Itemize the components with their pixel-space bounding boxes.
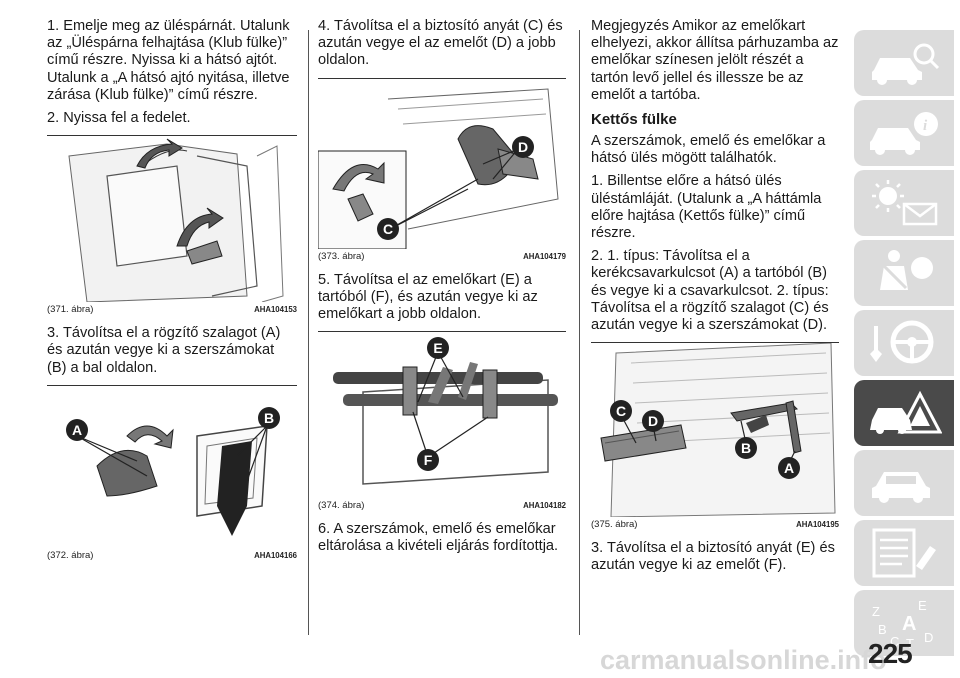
callout-d: D [647, 413, 659, 430]
callout-c: C [615, 403, 627, 420]
tab-lights-messages[interactable] [854, 170, 954, 236]
tab-starting-driving[interactable] [854, 310, 954, 376]
callout-a: A [71, 421, 83, 438]
car-info-icon: i [870, 112, 938, 155]
column-3: Megjegyzés Amikor az emelőkart elhelyezi… [591, 18, 839, 581]
figure-373-illustration: C D [318, 79, 566, 249]
index-letter: A [902, 613, 916, 635]
note-text: Megjegyzés Amikor az emelőkart elhelyezi… [591, 18, 839, 103]
tab-maintenance[interactable] [854, 450, 954, 516]
seatbelt-airbag-icon [880, 250, 933, 290]
figure-code: AHA104166 [254, 550, 297, 560]
tab-technical-data[interactable] [854, 520, 954, 586]
figure-caption: (375. ábra) [591, 519, 638, 531]
tab-safety[interactable] [854, 240, 954, 306]
intro-text: A szerszámok, emelő és emelőkar a hátsó … [591, 133, 826, 167]
index-letter: B [878, 622, 887, 637]
figure-371: (371. ábra) AHA104153 [47, 135, 297, 315]
figure-caption: (371. ábra) [47, 304, 94, 316]
step-6-text: 6. A szerszámok, emelő és emelőkar eltár… [318, 521, 559, 555]
figure-code: AHA104182 [523, 501, 566, 511]
figure-code: AHA104195 [796, 520, 839, 530]
key-steering-wheel-icon [870, 320, 934, 364]
step-4-text: 4. Távolítsa el a biztosító anyát (C) és… [318, 18, 563, 69]
step-1-text: 1. Emelje meg az üléspárnát. Utalunk az … [47, 18, 290, 103]
figure-372-illustration: A B [47, 386, 297, 548]
watermark: carmanualsonline.info [600, 645, 887, 675]
callout-a: A [783, 460, 795, 477]
step-3-text: 3. Távolítsa el a rögzítő szalagot (A) é… [47, 325, 281, 376]
tab-car-info[interactable]: i [854, 100, 954, 166]
figure-caption: (372. ábra) [47, 549, 94, 561]
alphabet-index-icon: Z E B A C T D [872, 598, 933, 650]
figure-374: E F (374. ábra) AHA104182 [318, 331, 566, 511]
tab-emergency[interactable] [854, 380, 954, 446]
column-divider [308, 30, 309, 635]
callout-b: B [740, 440, 752, 457]
car-search-icon [872, 43, 940, 85]
callout-d: D [517, 138, 529, 155]
figure-373: C D (373. ábra) AHA104179 [318, 77, 566, 262]
index-letter: D [924, 630, 933, 645]
figure-code: AHA104179 [523, 251, 566, 261]
step-2-text: 2. Nyissa fel a fedelet. [47, 110, 191, 127]
chapter-tabs: i [854, 30, 954, 660]
dashboard-light-mail-icon [872, 180, 938, 226]
step-2-text: 2. 1. típus: Távolítsa el a kerékcsavark… [591, 248, 829, 334]
section-heading: Kettős fülke [591, 111, 677, 129]
figure-caption: (374. ábra) [318, 500, 365, 512]
tab-index[interactable]: Z E B A C T D [854, 590, 954, 656]
page-number: 225 [868, 638, 913, 669]
car-breakdown-warning-icon [870, 390, 942, 434]
callout-c: C [382, 220, 394, 237]
index-letter: Z [872, 604, 880, 619]
index-letter: E [918, 598, 927, 613]
figure-371-illustration [47, 136, 297, 303]
index-letter: T [906, 636, 914, 650]
figure-372: A B (372. ábra) AHA104166 [47, 384, 297, 561]
step-5-text: 5. Távolítsa el az emelőkart (E) a tartó… [318, 271, 538, 323]
figure-374-illustration: E F [318, 332, 566, 498]
tab-car-search[interactable] [854, 30, 954, 96]
step-1-text: 1. Billentse előre a hátsó ülés üléstáml… [591, 173, 822, 242]
callout-b: B [263, 409, 275, 426]
column-2: 4. Távolítsa el a biztosító anyát (C) és… [318, 18, 566, 562]
figure-375-illustration: C D B A [591, 343, 839, 518]
index-letter: C [890, 634, 899, 649]
figure-code: AHA104153 [254, 305, 297, 315]
figure-375: C D B A (375. ábra) AHA104195 [591, 342, 839, 530]
specifications-list-icon [872, 528, 936, 578]
column-1: 1. Emelje meg az üléspárnát. Utalunk az … [47, 18, 297, 571]
figure-caption: (373. ábra) [318, 250, 365, 262]
callout-f: F [423, 452, 433, 469]
step-3-text: 3. Távolítsa el a biztosító anyát (E) és… [591, 540, 835, 574]
svg-text:i: i [923, 118, 928, 134]
car-service-icon [872, 472, 930, 503]
column-divider [579, 30, 580, 635]
callout-e: E [433, 340, 443, 357]
